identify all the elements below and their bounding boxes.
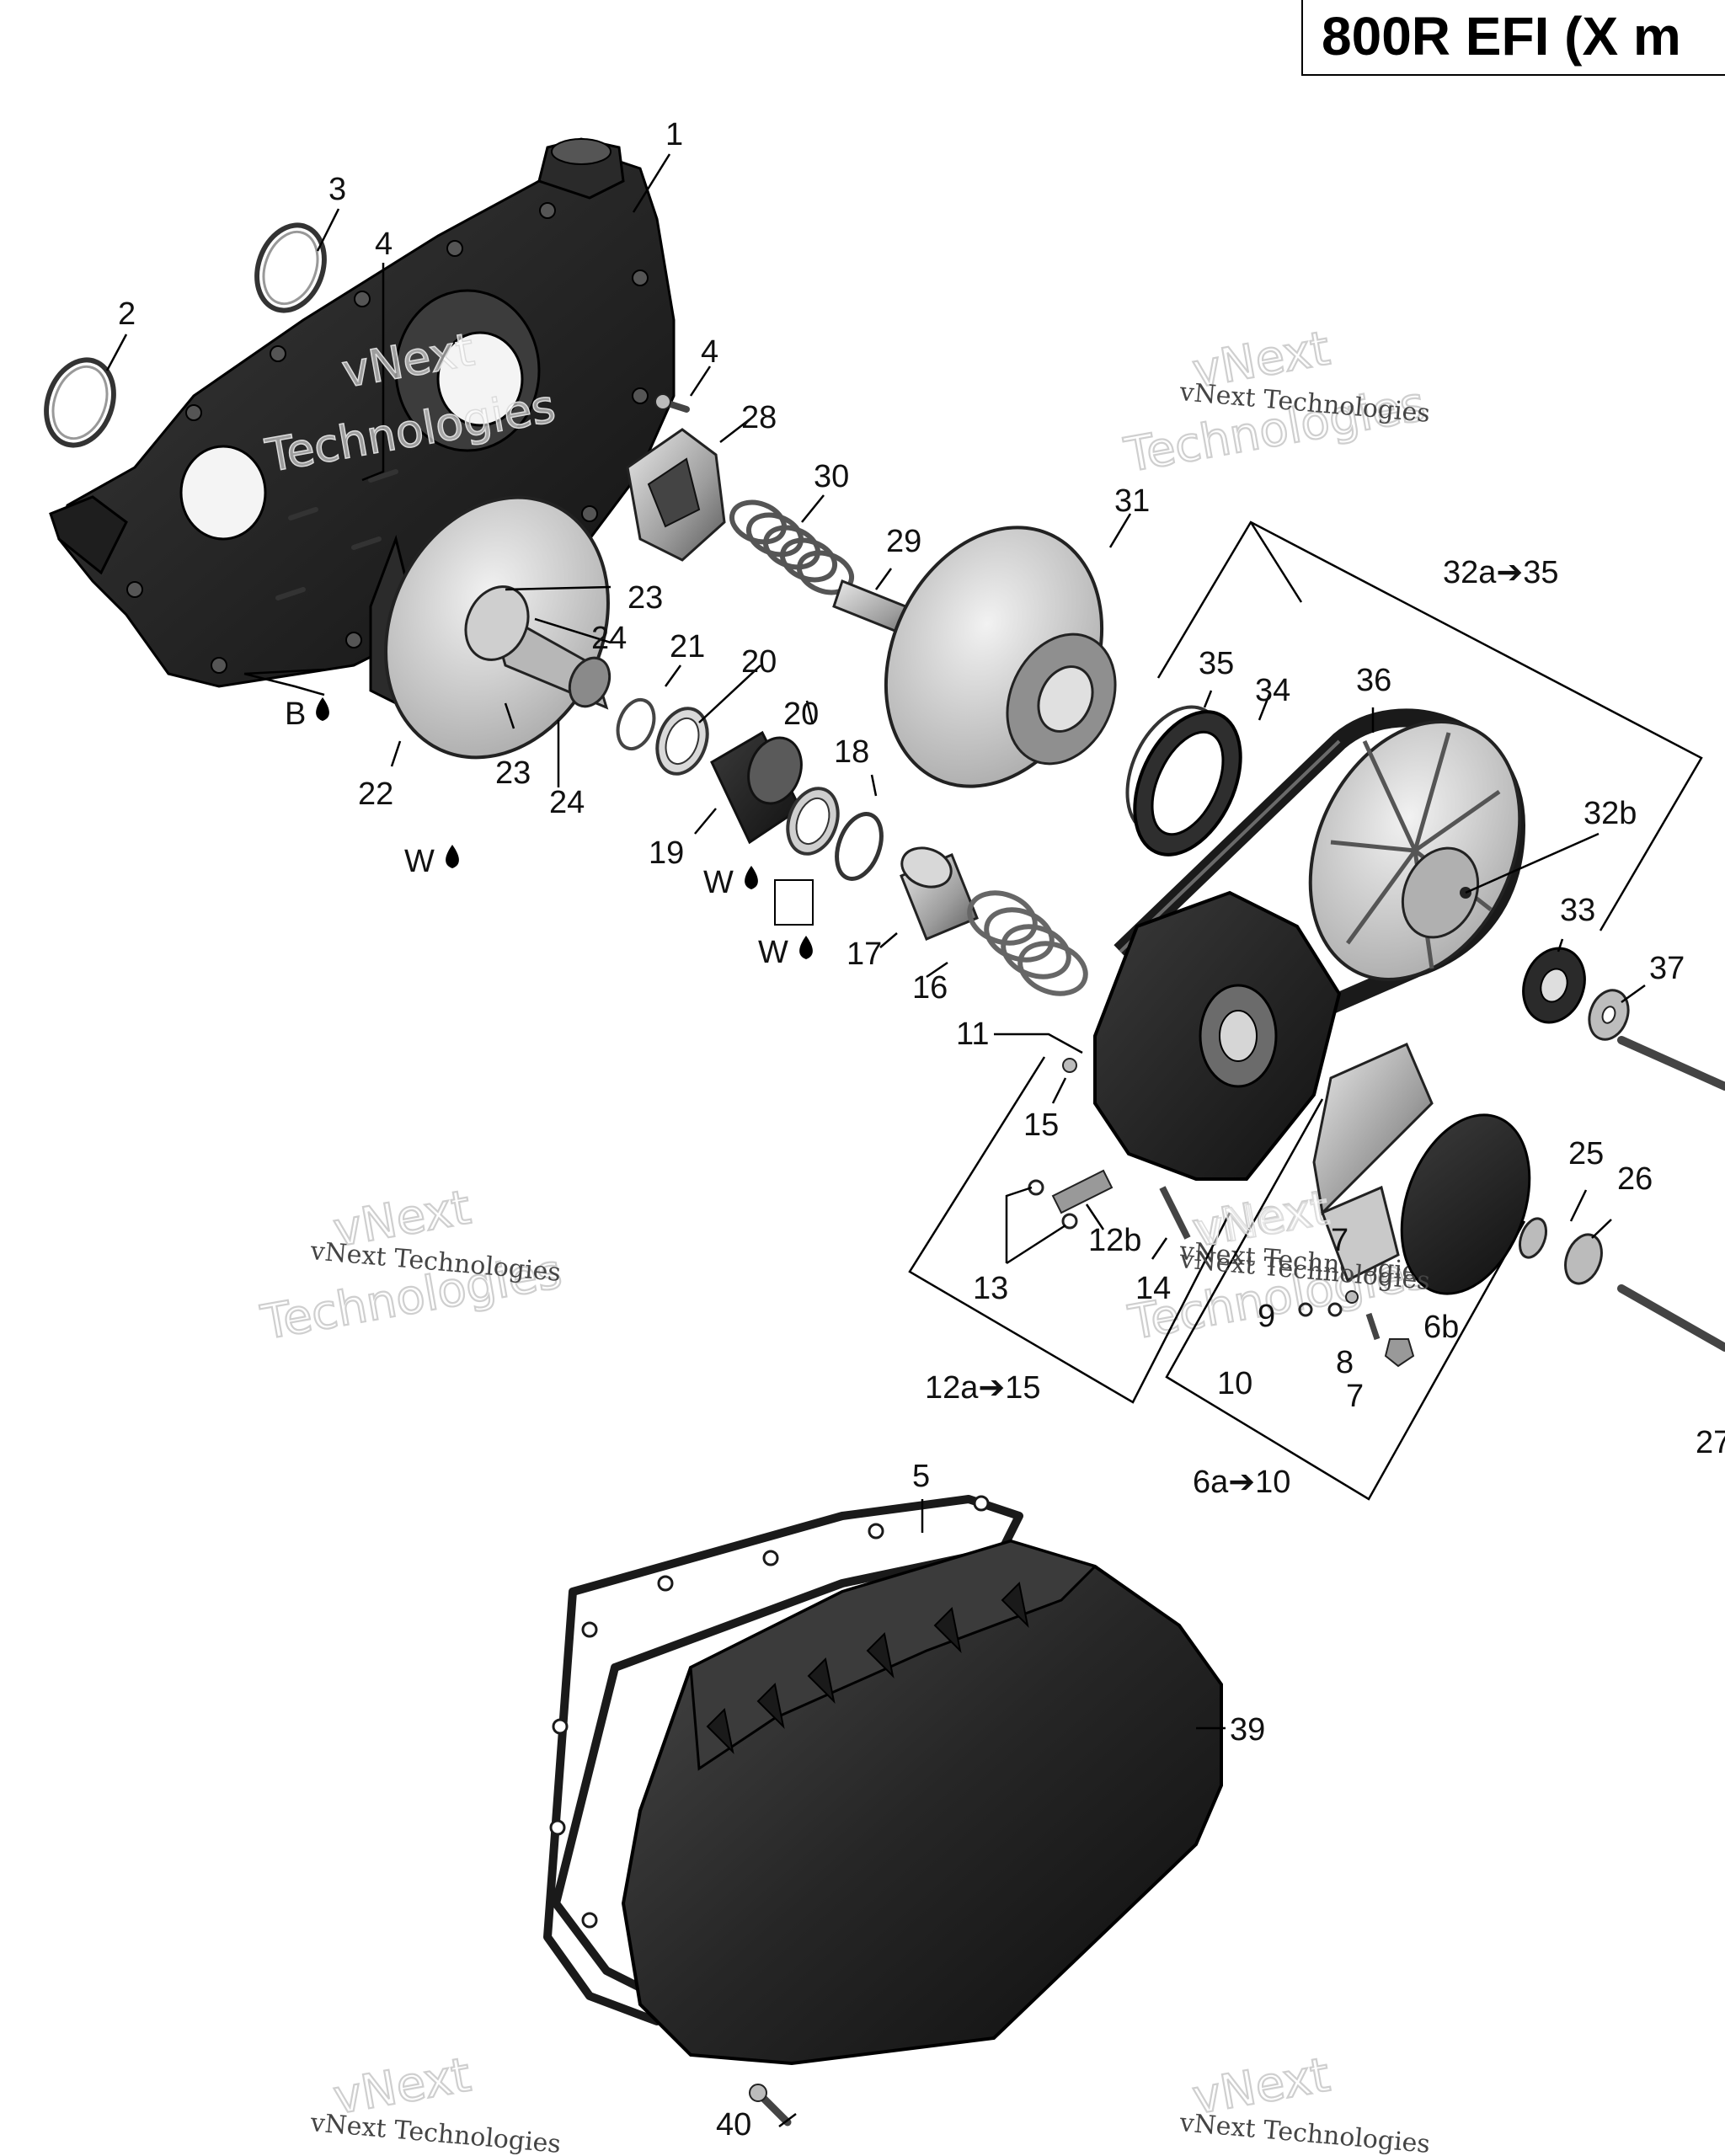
callout-2: 2: [118, 296, 136, 332]
callout-13: 13: [973, 1271, 1008, 1306]
watermark-mid-left: vNext Technologies vNext Technologies: [256, 1179, 567, 1352]
watermark-brand-small: vNext Technologies: [1178, 2108, 1431, 2156]
callout-8: 8: [1336, 1345, 1354, 1380]
lube-label-w-2: W: [703, 865, 734, 900]
callout-6b: 6b: [1423, 1310, 1459, 1345]
part-bolt-4: [654, 393, 690, 413]
lube-label-w-1: W: [404, 844, 435, 879]
part-cam-6b: [1312, 1043, 1531, 1295]
part-ring-20-upper: [655, 707, 709, 776]
callout-11: 11: [956, 1017, 989, 1052]
part-sliding-sheave-31: [884, 526, 1117, 788]
callout-21: 21: [670, 629, 705, 664]
lube-label-b: B: [285, 696, 306, 732]
callout-39: 39: [1230, 1712, 1265, 1748]
callout-36: 36: [1356, 663, 1391, 698]
callout-18: 18: [834, 734, 869, 770]
part-fixed-drive-sheave: [369, 495, 611, 760]
part-small-hardware: [1028, 1058, 1415, 1368]
leader-lines: [105, 153, 1646, 2127]
callout-14: 14: [1135, 1271, 1171, 1306]
callout-26: 26: [1617, 1161, 1653, 1197]
part-bolt-27: [1617, 1284, 1725, 1352]
callout-9: 9: [1258, 1299, 1275, 1334]
part-bushing-17: [900, 846, 979, 941]
callout-16: 16: [912, 970, 948, 1006]
part-driven-sheave: [1308, 720, 1522, 981]
drop-icon: [316, 697, 329, 721]
callout-7-upper: 7: [1331, 1223, 1348, 1258]
page-title: 800R EFI (X m: [1322, 6, 1681, 67]
callout-4-upper: 4: [375, 227, 393, 262]
watermark-brand-small: vNext Technologies: [308, 2108, 562, 2156]
header-title-box: 800R EFI (X m: [1301, 0, 1725, 76]
callout-34: 34: [1255, 673, 1290, 708]
callout-35: 35: [1199, 646, 1234, 681]
drop-icon: [446, 845, 459, 868]
part-o-ring-3: [254, 222, 327, 313]
part-bearing-33: [1522, 947, 1586, 1024]
part-bolt-40: [749, 2084, 792, 2127]
callout-30: 30: [814, 459, 849, 494]
part-outer-cover-39: [621, 1539, 1223, 2066]
watermark-brand: vNext: [1193, 1182, 1332, 1257]
callout-10: 10: [1217, 1366, 1252, 1401]
lube-markers: B W W W: [285, 696, 814, 970]
callout-23-upper: 23: [628, 580, 663, 616]
part-ring-21: [616, 697, 656, 751]
callout-3: 3: [328, 172, 346, 207]
part-spring-16: [967, 890, 1088, 996]
part-ring-20-lower: [786, 787, 840, 856]
part-bolt-37: [1617, 1036, 1725, 1091]
callout-20-upper: 20: [741, 644, 777, 680]
callout-7-lower: 7: [1346, 1379, 1364, 1414]
group-label-6a-10: 6a➔10: [1193, 1465, 1290, 1500]
lube-label-w-3: W: [758, 935, 788, 970]
part-washer-37: [1588, 989, 1630, 1041]
watermark-top-right: vNext Technologies vNext Technologies: [1119, 320, 1431, 484]
callout-15: 15: [1023, 1107, 1059, 1143]
drop-icon: [799, 936, 813, 959]
callout-37: 37: [1649, 951, 1685, 986]
group-bracket-6a-10: [1165, 1098, 1526, 1501]
part-cam-housing-11: [1093, 890, 1342, 1181]
callout-29: 29: [886, 524, 921, 559]
part-washers-25-26: [1518, 1217, 1603, 1285]
callout-12b: 12b: [1088, 1223, 1141, 1258]
part-cup-28: [626, 428, 726, 562]
watermark-bottom-right: vNext vNext Technologies: [1178, 2047, 1431, 2156]
callout-32b: 32b: [1583, 796, 1637, 831]
callout-17: 17: [846, 937, 882, 972]
watermark-bottom-left: vNext vNext Technologies: [308, 2047, 562, 2156]
group-bracket-12a-15: [908, 1056, 1231, 1404]
callout-23-lower: 23: [495, 755, 531, 791]
callout-labels: 1 2 3 4 4 5 7 7 8 9 10 11 12b 13 14 15 1…: [118, 117, 1725, 2143]
part-o-ring-18: [835, 812, 884, 881]
part-studs-4: [275, 469, 398, 600]
callout-33: 33: [1560, 893, 1595, 928]
callout-24-upper: 24: [591, 621, 627, 656]
part-slider-assembly-34: [1133, 710, 1242, 857]
part-gasket-5: [543, 1495, 1023, 2025]
callout-4-bolt: 4: [701, 334, 718, 370]
callout-24-lower: 24: [549, 785, 585, 820]
callout-25: 25: [1568, 1136, 1604, 1171]
part-spring-30: [729, 499, 854, 595]
callout-28: 28: [741, 400, 777, 435]
callout-27: 27: [1696, 1425, 1725, 1460]
drop-icon: [745, 866, 758, 889]
callout-31: 31: [1114, 483, 1150, 519]
group-label-32a-35: 32a➔35: [1443, 555, 1559, 590]
group-bracket-32a-35: [1156, 520, 1703, 931]
callout-40: 40: [716, 2107, 751, 2143]
group-label-12a-15: 12a➔15: [925, 1370, 1041, 1406]
part-o-ring-2: [44, 357, 116, 448]
callout-5: 5: [912, 1459, 930, 1494]
callout-19: 19: [649, 835, 684, 871]
callout-22: 22: [358, 776, 393, 812]
callout-1: 1: [665, 117, 683, 152]
callout-20-lower: 20: [783, 696, 819, 732]
